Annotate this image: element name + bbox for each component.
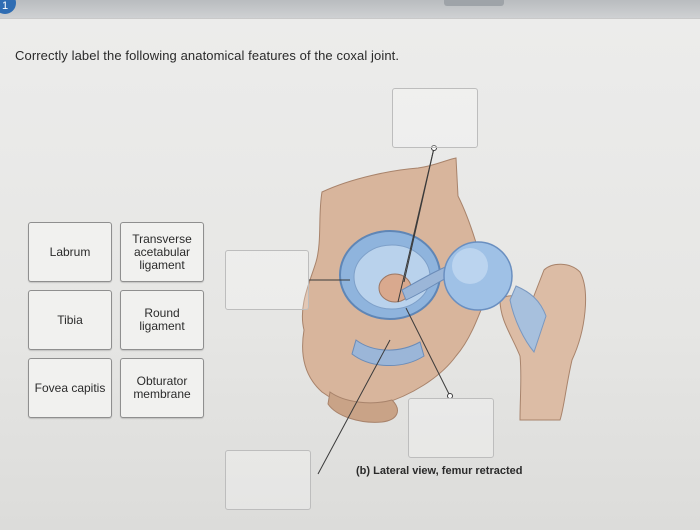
femur-shaft bbox=[499, 263, 587, 421]
question-number-badge: 1 bbox=[0, 0, 16, 14]
term-round-ligament[interactable]: Round ligament bbox=[120, 290, 204, 350]
term-transverse-acetabular-ligament[interactable]: Transverse acetabular ligament bbox=[120, 222, 204, 282]
drop-target-right[interactable] bbox=[408, 398, 494, 458]
capsule-fibers bbox=[509, 285, 547, 354]
leader-lines bbox=[309, 147, 451, 475]
leader-top-2 bbox=[397, 147, 435, 303]
term-fovea-capitis[interactable]: Fovea capitis bbox=[28, 358, 112, 418]
drop-target-top[interactable] bbox=[392, 88, 478, 148]
leader-right bbox=[405, 307, 451, 397]
transverse-ligament bbox=[351, 339, 425, 367]
question-prompt: Correctly label the following anatomical… bbox=[15, 48, 400, 63]
drop-target-left[interactable] bbox=[225, 250, 309, 310]
drop-target-bottom[interactable] bbox=[225, 450, 311, 510]
femoral-head-highlight bbox=[452, 248, 488, 284]
figure-caption: (b) Lateral view, femur retracted bbox=[356, 465, 523, 477]
leader-dot-top bbox=[431, 145, 437, 151]
leader-bottom bbox=[317, 339, 391, 475]
top-bar: 1 bbox=[0, 0, 700, 18]
toolbar-button[interactable] bbox=[444, 0, 504, 6]
term-tibia[interactable]: Tibia bbox=[28, 290, 112, 350]
term-obturator-membrane[interactable]: Obturator membrane bbox=[120, 358, 204, 418]
term-labrum[interactable]: Labrum bbox=[28, 222, 112, 282]
